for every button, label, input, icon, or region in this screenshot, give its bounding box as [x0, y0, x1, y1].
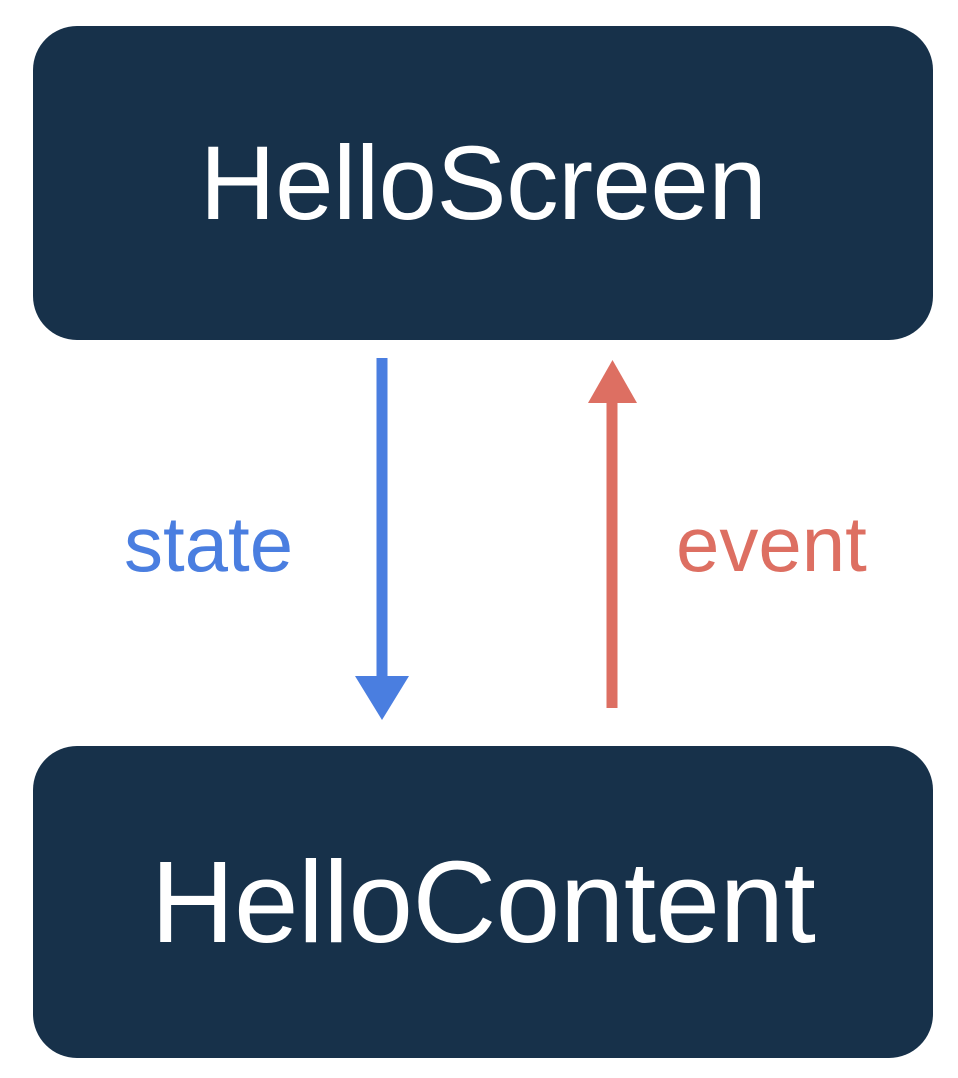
node-hello-content[interactable]: HelloContent [33, 746, 933, 1058]
node-hello-screen-label: HelloScreen [199, 124, 767, 242]
node-hello-screen[interactable]: HelloScreen [33, 26, 933, 340]
event-edge-label: event [676, 500, 867, 588]
state-arrow[interactable] [355, 358, 409, 720]
event-arrow[interactable] [588, 360, 637, 708]
node-hello-content-label: HelloContent [150, 837, 816, 967]
state-edge-label: state [124, 500, 294, 588]
